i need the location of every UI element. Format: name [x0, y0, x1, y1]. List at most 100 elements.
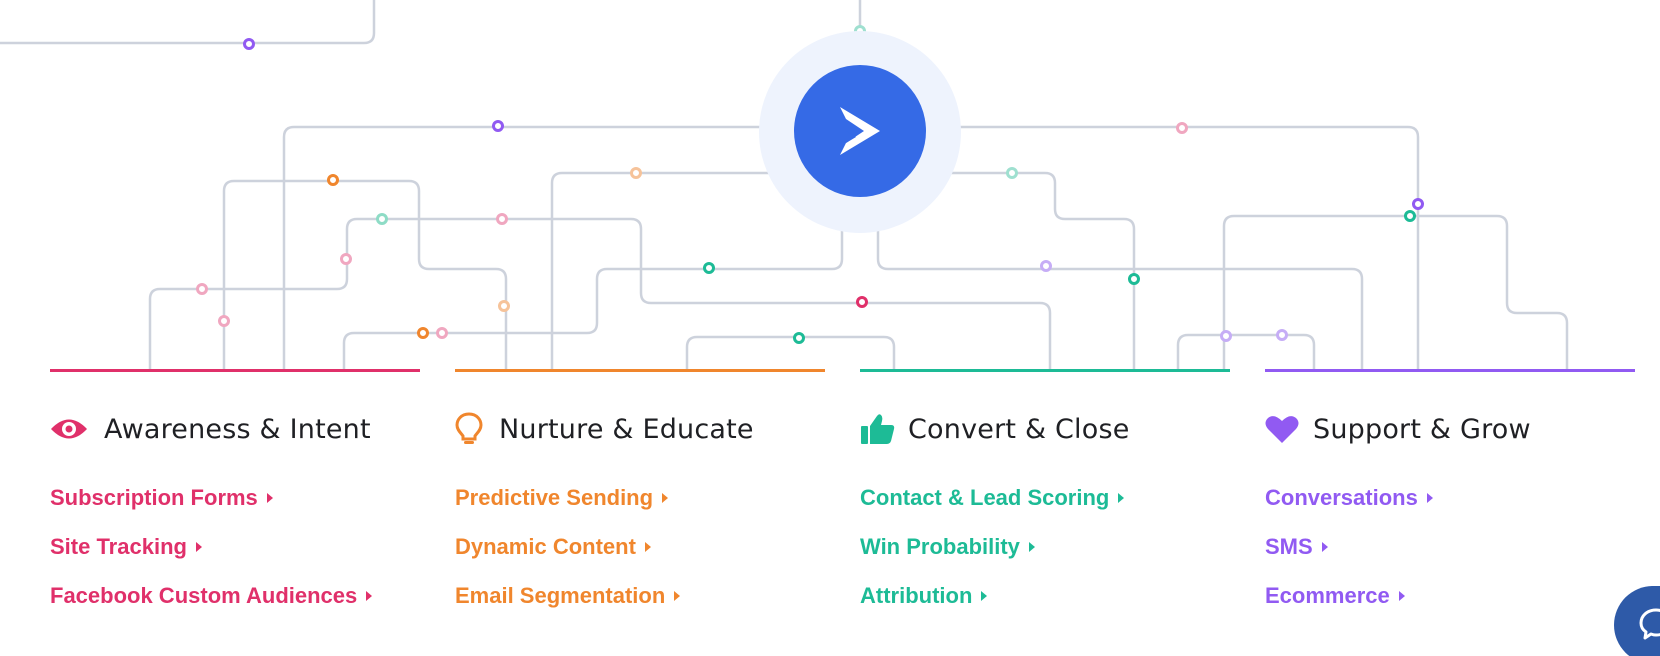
circuit-path	[0, 0, 376, 45]
column-rule	[455, 369, 825, 372]
circuit-node	[1220, 330, 1232, 342]
circuit-node	[243, 38, 255, 50]
column-header: Convert & Close	[860, 409, 1230, 449]
link-list: Subscription Forms Site Tracking Faceboo…	[50, 473, 420, 620]
column-title: Convert & Close	[908, 413, 1130, 445]
list-item: Ecommerce	[1265, 571, 1635, 620]
list-item: Win Probability	[860, 522, 1230, 571]
link-conversations[interactable]: Conversations	[1265, 485, 1433, 511]
circuit-path	[1176, 333, 1316, 372]
circuit-path	[685, 335, 896, 372]
link-attribution[interactable]: Attribution	[860, 583, 988, 609]
list-item: Attribution	[860, 571, 1230, 620]
circuit-path	[918, 125, 1420, 372]
column-header: Nurture & Educate	[455, 409, 825, 449]
column-rule	[860, 369, 1230, 372]
chat-bubble-icon	[1639, 608, 1660, 640]
list-item: Facebook Custom Audiences	[50, 571, 420, 620]
eye-icon	[50, 411, 90, 447]
link-site-tracking[interactable]: Site Tracking	[50, 534, 202, 560]
circuit-path	[876, 193, 1364, 372]
link-sms[interactable]: SMS	[1265, 534, 1328, 560]
caret-right-icon	[1028, 541, 1035, 552]
column-title: Nurture & Educate	[499, 413, 754, 445]
circuit-node	[1276, 329, 1288, 341]
circuit-node	[496, 213, 508, 225]
circuit-path	[924, 171, 1136, 372]
caret-right-icon	[1321, 541, 1328, 552]
list-item: Contact & Lead Scoring	[860, 473, 1230, 522]
circuit-path	[282, 125, 802, 372]
caret-right-icon	[266, 492, 273, 503]
thumbs-up-icon	[860, 411, 900, 447]
list-item: Dynamic Content	[455, 522, 825, 571]
circuit-node	[1006, 167, 1018, 179]
circuit-node	[327, 174, 339, 186]
circuit-node	[436, 327, 448, 339]
circuit-node	[630, 167, 642, 179]
list-item: Subscription Forms	[50, 473, 420, 522]
hub-logo	[794, 65, 926, 197]
list-item: Conversations	[1265, 473, 1635, 522]
column-rule	[1265, 369, 1635, 372]
column-rule	[50, 369, 420, 372]
link-facebook-custom-audiences[interactable]: Facebook Custom Audiences	[50, 583, 373, 609]
circuit-path	[550, 171, 802, 372]
circuit-node	[1176, 122, 1188, 134]
caret-right-icon	[674, 590, 681, 601]
link-win-probability[interactable]: Win Probability	[860, 534, 1035, 560]
activecampaign-chevron-icon	[840, 107, 880, 155]
column-header: Support & Grow	[1265, 409, 1635, 449]
circuit-node	[417, 327, 429, 339]
column-support: Support & Grow Conversations SMS Ecommer…	[1265, 369, 1635, 620]
circuit-node	[196, 283, 208, 295]
circuit-node	[492, 120, 504, 132]
link-ecommerce[interactable]: Ecommerce	[1265, 583, 1405, 609]
circuit-path	[148, 217, 1052, 372]
column-title: Support & Grow	[1313, 413, 1531, 445]
heart-icon	[1265, 411, 1305, 447]
circuit-node	[376, 213, 388, 225]
list-item: SMS	[1265, 522, 1635, 571]
caret-right-icon	[662, 492, 669, 503]
caret-right-icon	[1118, 492, 1125, 503]
column-title: Awareness & Intent	[104, 413, 371, 445]
link-subscription-forms[interactable]: Subscription Forms	[50, 485, 273, 511]
column-awareness: Awareness & Intent Subscription Forms Si…	[50, 369, 420, 620]
caret-right-icon	[195, 541, 202, 552]
caret-right-icon	[644, 541, 651, 552]
link-dynamic-content[interactable]: Dynamic Content	[455, 534, 651, 560]
link-email-segmentation[interactable]: Email Segmentation	[455, 583, 681, 609]
circuit-node	[498, 300, 510, 312]
circuit-node	[340, 253, 352, 265]
lightbulb-icon	[455, 411, 495, 447]
circuit-path	[1222, 214, 1569, 372]
circuit-node	[1040, 260, 1052, 272]
caret-right-icon	[366, 590, 373, 601]
circuit-path	[342, 193, 844, 372]
list-item: Predictive Sending	[455, 473, 825, 522]
caret-right-icon	[981, 590, 988, 601]
caret-right-icon	[1426, 492, 1433, 503]
circuit-node	[1404, 210, 1416, 222]
circuit-node	[856, 296, 868, 308]
list-item: Site Tracking	[50, 522, 420, 571]
circuit-node	[1128, 273, 1140, 285]
circuit-node	[703, 262, 715, 274]
circuit-node	[218, 315, 230, 327]
column-header: Awareness & Intent	[50, 409, 420, 449]
list-item: Email Segmentation	[455, 571, 825, 620]
circuit-node	[1412, 198, 1424, 210]
link-predictive-sending[interactable]: Predictive Sending	[455, 485, 669, 511]
link-list: Conversations SMS Ecommerce	[1265, 473, 1635, 620]
circuit-path	[222, 179, 508, 372]
chat-launcher-button[interactable]	[1614, 586, 1660, 656]
link-contact-lead-scoring[interactable]: Contact & Lead Scoring	[860, 485, 1125, 511]
circuit-node	[793, 332, 805, 344]
column-convert: Convert & Close Contact & Lead Scoring W…	[860, 369, 1230, 620]
link-list: Predictive Sending Dynamic Content Email…	[455, 473, 825, 620]
caret-right-icon	[1398, 590, 1405, 601]
link-list: Contact & Lead Scoring Win Probability A…	[860, 473, 1230, 620]
column-nurture: Nurture & Educate Predictive Sending Dyn…	[455, 369, 825, 620]
